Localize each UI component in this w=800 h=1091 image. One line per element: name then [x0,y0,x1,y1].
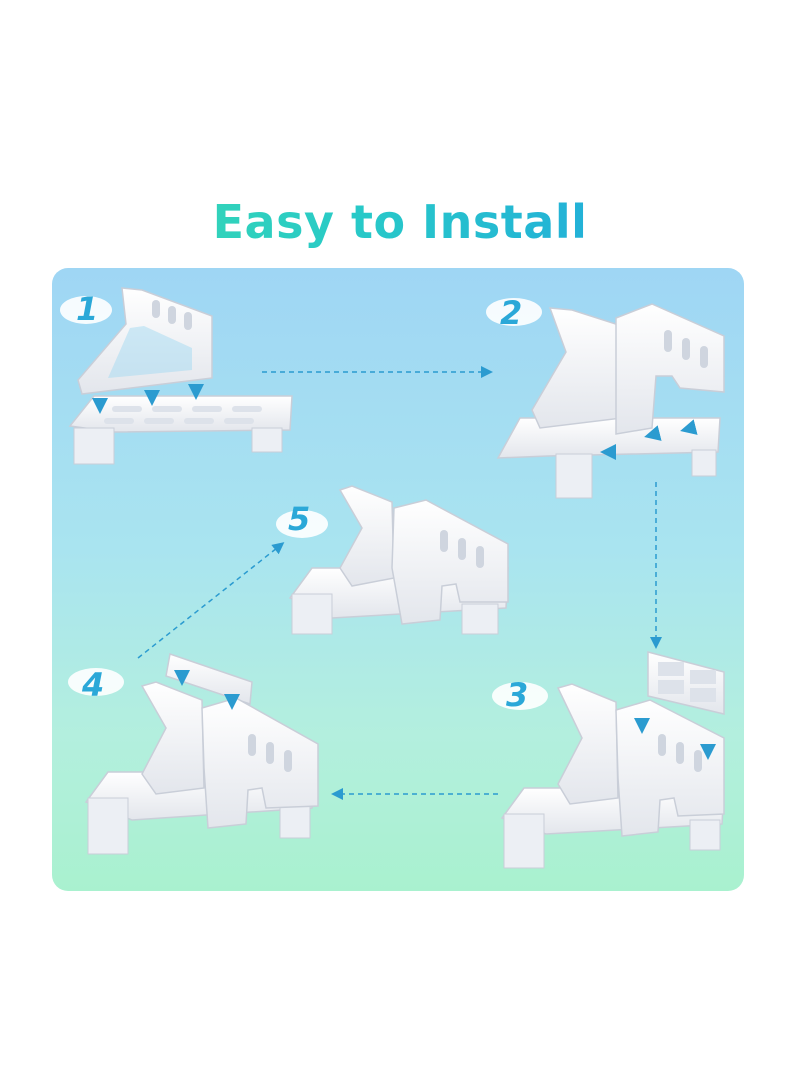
step-3-stand-icon [500,683,725,869]
step-4-down-arrows [174,670,240,710]
step-3-top-panel-icon [647,651,725,715]
step-5-number: 5 [288,500,310,538]
instruction-panel: 1 [52,268,744,891]
step-1-down-arrows [92,384,204,414]
step-5-assembled-stand-icon [288,485,509,635]
step-1-group: 1 [60,287,293,465]
step-2-base-icon [496,417,721,499]
installation-steps-illustration: 1 [60,287,725,869]
page-title: Easy to Install [0,195,800,249]
step-2-frame-icon [531,303,725,435]
step-3-down-arrows [634,718,716,760]
step-4-group: 4 [68,653,319,855]
step-2-slide-arrows [600,419,698,460]
step-4-stand-icon [84,681,319,855]
step-4-top-bar-icon [165,653,253,706]
step-1-frame-icon [77,287,213,395]
arrow-step-4-to-5 [137,542,285,659]
step-1-number: 1 [76,290,98,328]
step-3-group: 3 [492,651,725,869]
step-4-number: 4 [81,666,104,704]
step-2-group: 2 [486,294,725,499]
step-2-number: 2 [500,294,522,332]
step-1-base-icon [68,395,293,465]
step-5-group: 5 [276,485,509,635]
step-3-number: 3 [506,676,528,714]
